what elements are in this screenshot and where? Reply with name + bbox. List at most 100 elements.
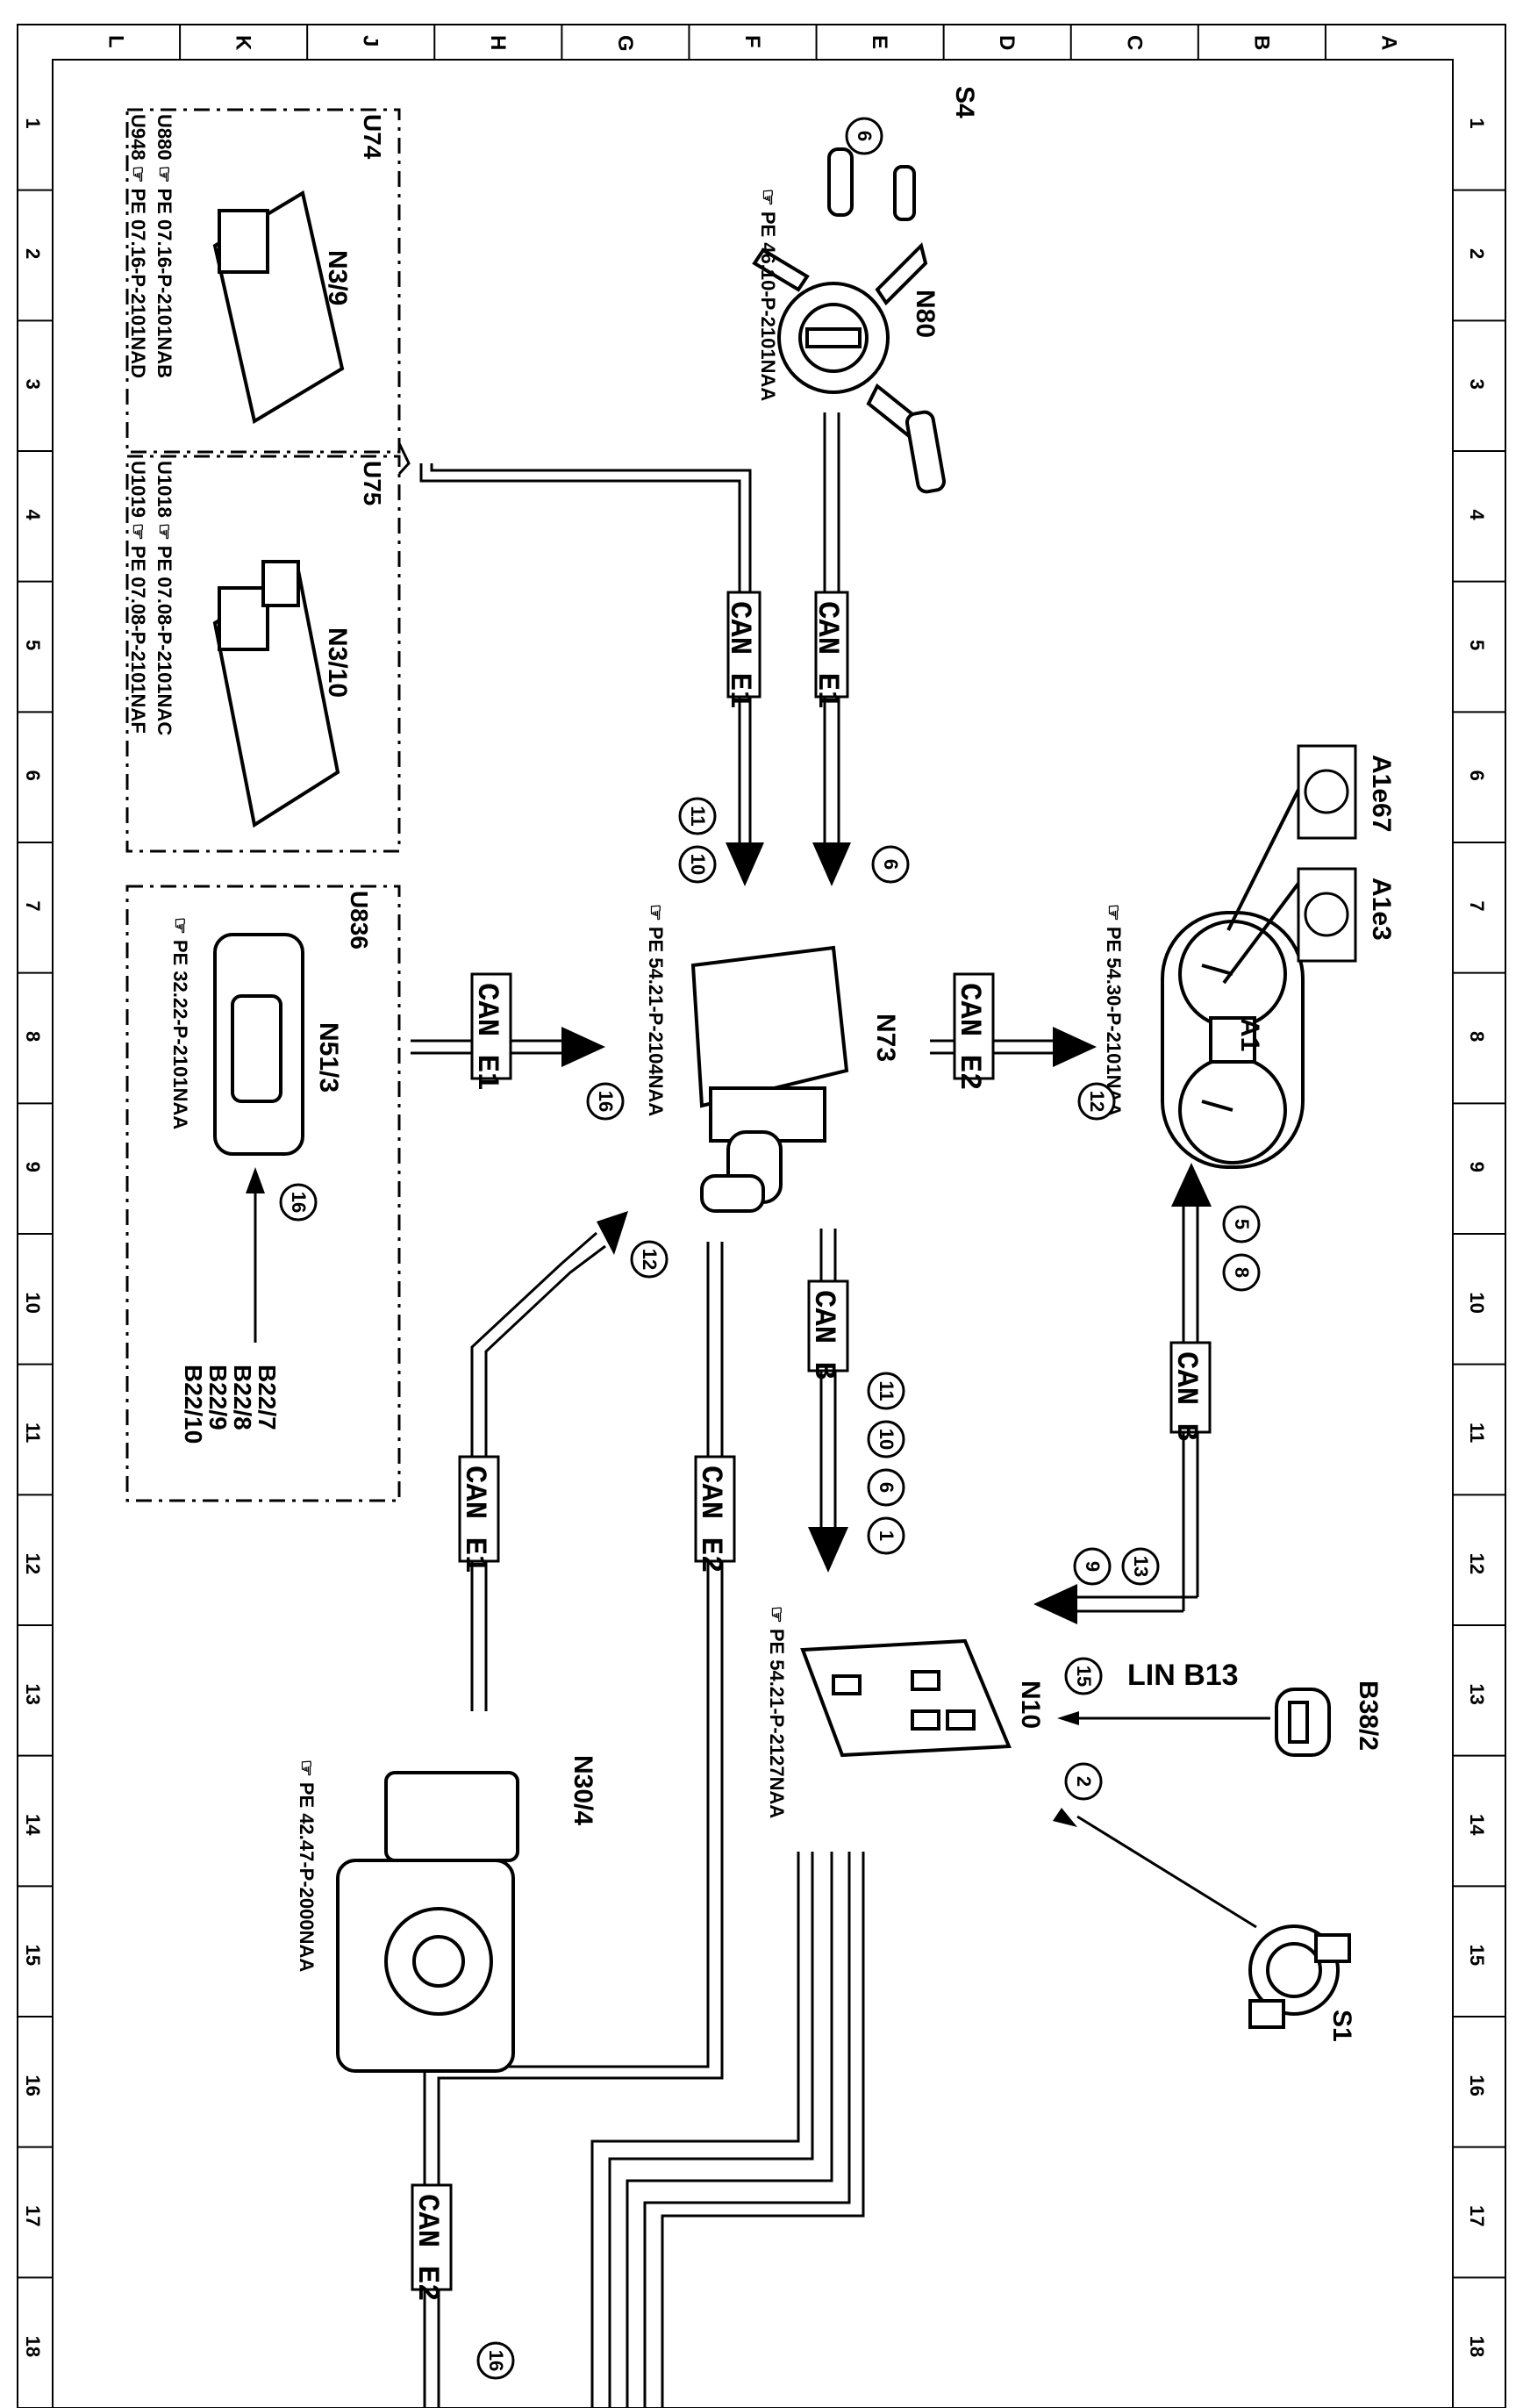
row-label: 7 — [1466, 900, 1488, 911]
n3-9-ecu-icon — [212, 190, 345, 425]
callout-c6-n73: 6 — [871, 845, 910, 884]
label-u836: U836 — [346, 891, 373, 950]
n10-sam-module-icon — [800, 1638, 1012, 1758]
bus-label-text: CAN B — [806, 1290, 840, 1380]
bus-label-text: CAN E2 — [410, 2194, 443, 2301]
row-label: 5 — [22, 640, 44, 650]
a1e67-indicator-icon — [1297, 744, 1357, 840]
bus-label-text: CAN E1 — [810, 601, 843, 708]
row-label: 11 — [22, 1423, 44, 1443]
col-label: C — [1122, 35, 1146, 50]
column-grid — [179, 25, 1326, 60]
col-label: L — [104, 35, 128, 48]
callout-c15: 15 — [1064, 1657, 1103, 1695]
row-label: 2 — [22, 248, 44, 259]
lin-label-text: LIN B13 — [1127, 1659, 1239, 1692]
lin-b13-label: LIN B13 — [1127, 1659, 1239, 1692]
row-label: 3 — [1466, 379, 1488, 390]
label-a1e3: A1e3 — [1367, 878, 1396, 941]
row-label: 10 — [22, 1292, 44, 1313]
callout-c8: 8 — [1222, 1253, 1261, 1292]
row-label: 9 — [22, 1162, 44, 1172]
row-label: 15 — [1466, 1945, 1488, 1966]
label-n80: N80 — [911, 290, 940, 338]
bus-label-text: CAN E1 — [457, 1466, 490, 1573]
row-label: 14 — [22, 1814, 44, 1836]
refs-n3-10-a: U1018 ☞ PE 07.08-P-2101NAC — [154, 461, 175, 735]
callout-text: 16 — [595, 1091, 617, 1112]
callout-text: 5 — [1231, 1219, 1253, 1229]
bus-label-can-e2-a: CAN E2 — [952, 972, 995, 1090]
callout-text: 6 — [880, 859, 902, 870]
label-n10: N10 — [1016, 1681, 1045, 1729]
row-label: 9 — [1466, 1162, 1488, 1172]
callout-c16-n73: 16 — [586, 1082, 625, 1121]
ref-n73: ☞ PE 54.21-P-2104NAA — [645, 904, 667, 1116]
row-label: 18 — [22, 2336, 44, 2357]
label-b22-2: B22/9 — [204, 1365, 232, 1430]
a1-instrument-cluster-icon — [1161, 771, 1309, 1169]
ref-a1: ☞ PE 54.30-P-2101NAA — [1103, 904, 1125, 1116]
callout-c9: 9 — [1073, 1547, 1112, 1586]
bus-label-can-b-a: CAN B — [806, 1279, 849, 1380]
label-s1: S1 — [1327, 2010, 1356, 2042]
label-n3-10: N3/10 — [323, 627, 352, 698]
bus-label-can-e1-a: CAN E1 — [722, 591, 762, 708]
refs-n3-9-b: U948 ☞ PE 07.16-P-2101NAD — [127, 114, 149, 378]
callout-c10: 10 — [678, 845, 717, 884]
col-label: G — [613, 35, 637, 52]
row-label: 17 — [1466, 2205, 1488, 2226]
row-label: 14 — [1466, 1814, 1488, 1836]
label-u75: U75 — [359, 461, 386, 505]
callout-text: 11 — [687, 806, 709, 826]
u75-group — [125, 455, 401, 853]
label-n30-4: N30/4 — [568, 1755, 597, 1825]
label-s4: S4 — [950, 86, 979, 118]
bus-label-can-e2-c: CAN E2 — [410, 2183, 453, 2301]
row-label: 6 — [22, 770, 44, 781]
callout-text: 10 — [687, 854, 709, 875]
u836-group — [125, 885, 401, 1502]
row-label: 1 — [1466, 118, 1488, 128]
row-label: 4 — [22, 509, 44, 520]
row-label: 10 — [1466, 1292, 1488, 1313]
col-label: K — [232, 35, 255, 51]
label-b22-1: B22/8 — [229, 1365, 256, 1430]
wires — [254, 412, 1270, 2408]
arrowheads — [246, 842, 1212, 1827]
bus-label-can-e2-b: CAN E2 — [693, 1455, 736, 1573]
bus-label-can-e1-c: CAN E1 — [469, 972, 512, 1090]
bus-label-can-b-b: CAN B — [1169, 1341, 1212, 1441]
col-label: D — [995, 35, 1019, 50]
dashed-groups — [125, 108, 401, 1502]
callout-text: 8 — [1231, 1267, 1253, 1278]
callout-c11b: 11 — [867, 1372, 905, 1410]
row-label: 1 — [22, 118, 44, 128]
bus-label-text: CAN E2 — [952, 983, 985, 1090]
col-label: J — [359, 35, 383, 47]
b38-2-sensor-icon — [1275, 1688, 1331, 1757]
callout-text: 16 — [288, 1192, 310, 1213]
row-label: 16 — [22, 2075, 44, 2096]
row-label: 5 — [1466, 640, 1488, 650]
refs-n3-10-b: U1019 ☞ PE 07.08-P-2101NAF — [127, 461, 149, 734]
n73-ignition-switch-icon — [690, 945, 849, 1213]
callout-text: 1 — [876, 1530, 897, 1541]
bus-label-can-e1-d: CAN E1 — [457, 1455, 500, 1573]
bus-label-text: CAN E1 — [469, 983, 503, 1090]
callout-text: 6 — [854, 131, 876, 141]
callout-text: 2 — [1073, 1776, 1095, 1787]
row-label: 8 — [22, 1031, 44, 1042]
col-label: E — [868, 35, 891, 49]
u74-group — [125, 108, 401, 454]
a1e3-indicator-icon — [1297, 867, 1357, 963]
callout-text: 6 — [876, 1482, 897, 1493]
callout-c12-n73: 12 — [630, 1240, 669, 1279]
row-label: 17 — [22, 2205, 44, 2226]
row-label: 16 — [1466, 2075, 1488, 2096]
label-n3-9: N3/9 — [323, 250, 352, 305]
callout-c2: 2 — [1064, 1762, 1103, 1801]
col-label: H — [486, 35, 510, 50]
bus-label-text: CAN E1 — [722, 601, 755, 708]
